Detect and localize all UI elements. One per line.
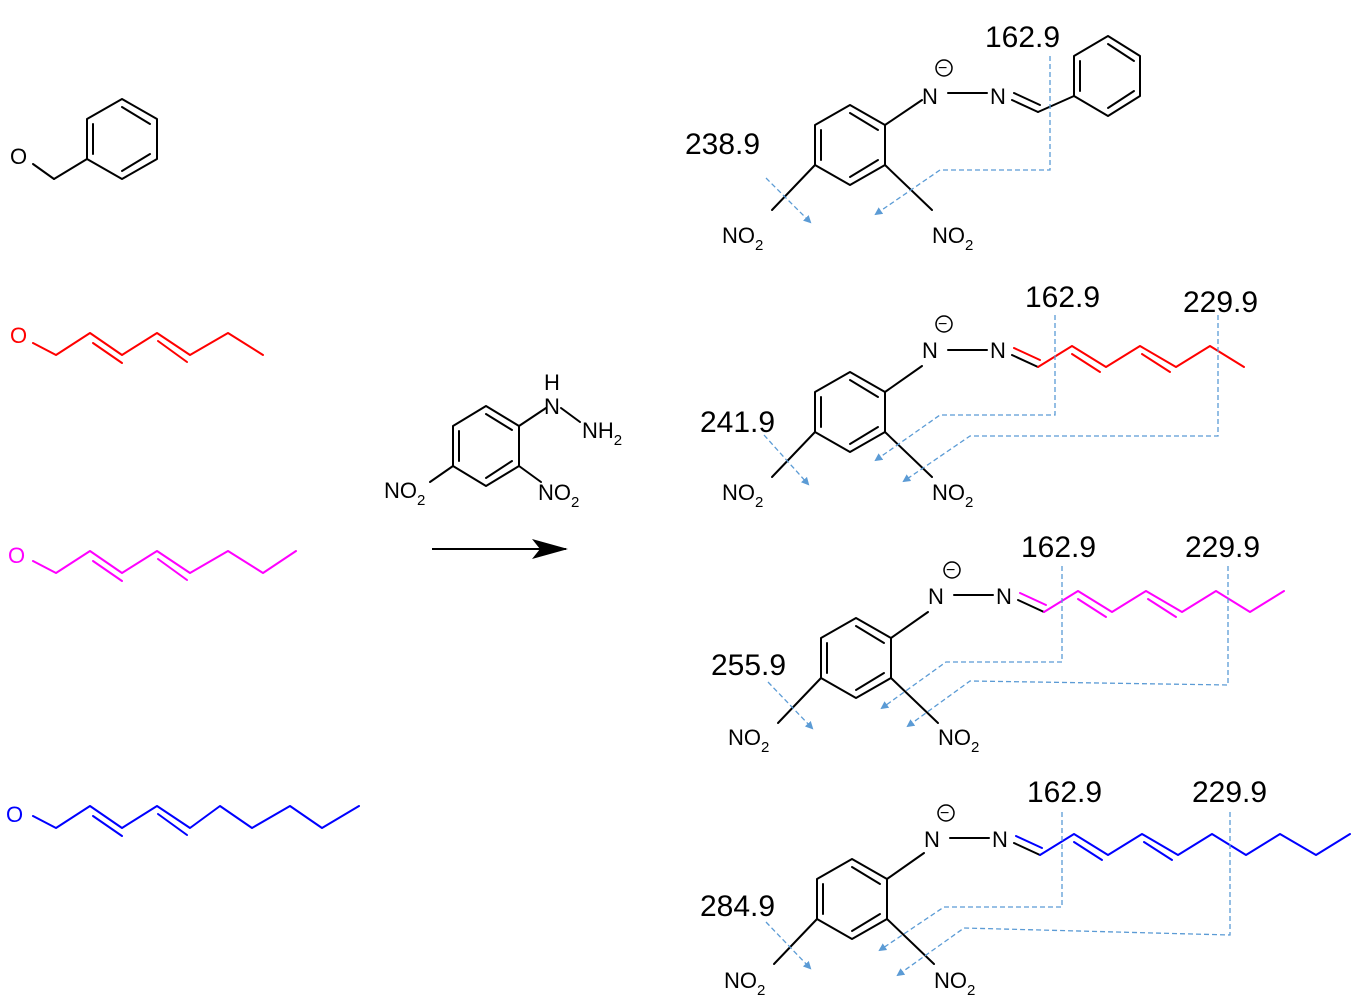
- nitrogen-label: N: [992, 827, 1008, 852]
- negative-charge: −: [946, 562, 955, 579]
- nitrogen-label: N: [990, 338, 1006, 363]
- charge-circle: [943, 561, 961, 579]
- fragment-mass-label: 241.9: [700, 406, 775, 439]
- oxygen-label: O: [6, 802, 23, 827]
- benzaldehyde: O: [10, 98, 158, 180]
- nitrogen-label: N: [544, 394, 560, 419]
- nitrogen-label: N: [924, 827, 940, 852]
- no2-label: NO2: [938, 725, 979, 756]
- nitrogen-label: N: [990, 84, 1006, 109]
- charge-circle: [937, 804, 955, 822]
- nitrogen-label: N: [928, 584, 944, 609]
- fragment-arrow: [896, 812, 1231, 977]
- product-benzaldehyde-dnph: N − N NO2 NO2 238.9 162.9: [685, 21, 1141, 254]
- fragment-arrow: [767, 681, 814, 730]
- no2-label: NO2: [538, 480, 579, 511]
- fragment-arrow: [874, 56, 1051, 216]
- fragment-mass-label: 229.9: [1192, 776, 1267, 809]
- fragment-arrow: [765, 177, 812, 224]
- fragment-mass-label: 255.9: [711, 649, 786, 682]
- nh2-label: NH2: [582, 418, 622, 449]
- fragment-mass-label: 229.9: [1185, 531, 1260, 564]
- fragment-mass-label: 229.9: [1183, 286, 1258, 319]
- fragment-mass-label: 162.9: [1021, 531, 1096, 564]
- fragment-arrow: [902, 315, 1219, 483]
- no2-label: NO2: [932, 223, 973, 254]
- oxygen-label: O: [10, 323, 27, 348]
- no2-label: NO2: [722, 223, 763, 254]
- fragment-arrow: [878, 812, 1063, 952]
- octa-2-4-dienal: O: [8, 543, 297, 582]
- fragment-arrow: [763, 434, 810, 486]
- hepta-2-4-dienal: O: [10, 323, 264, 364]
- product-heptadienal-dnph: N − N NO2 NO2 241.9 162.9 229.9: [700, 281, 1258, 511]
- product-octadienal-dnph: N − N NO2 NO2 255.9 162.9 229.9: [711, 531, 1285, 756]
- fragment-mass-label: 162.9: [1027, 776, 1102, 809]
- nitrogen-label: N: [996, 584, 1012, 609]
- fragment-arrow: [906, 566, 1229, 728]
- no2-label: NO2: [932, 480, 973, 511]
- no2-label: NO2: [384, 478, 425, 509]
- no2-label: NO2: [934, 968, 975, 999]
- negative-charge: −: [938, 316, 947, 333]
- fragment-mass-label: 238.9: [685, 128, 760, 161]
- nitrogen-label: N: [922, 84, 938, 109]
- fragment-mass-label: 284.9: [700, 890, 775, 923]
- no2-label: NO2: [722, 480, 763, 511]
- nitrogen-label: N: [922, 338, 938, 363]
- fragment-arrow: [880, 566, 1063, 710]
- product-decadienal-dnph: N − N NO2 NO2 284.9 162.9 229.9: [700, 776, 1351, 999]
- fragment-mass-label: 162.9: [985, 21, 1060, 54]
- fragment-mass-label: 162.9: [1025, 281, 1100, 314]
- hydrogen-label: H: [544, 370, 560, 395]
- oxygen-label: O: [10, 144, 27, 169]
- charge-circle: [935, 59, 953, 77]
- deca-2-4-dienal: O: [6, 802, 360, 837]
- fragment-arrow: [765, 921, 812, 970]
- negative-charge: −: [938, 60, 947, 77]
- fragment-arrow: [874, 315, 1056, 462]
- no2-label: NO2: [728, 725, 769, 756]
- negative-charge: −: [940, 805, 949, 822]
- oxygen-label: O: [8, 543, 25, 568]
- dnph-reagent: H N NH2 NO2 NO2: [384, 370, 622, 511]
- no2-label: NO2: [724, 968, 765, 999]
- charge-circle: [935, 315, 953, 333]
